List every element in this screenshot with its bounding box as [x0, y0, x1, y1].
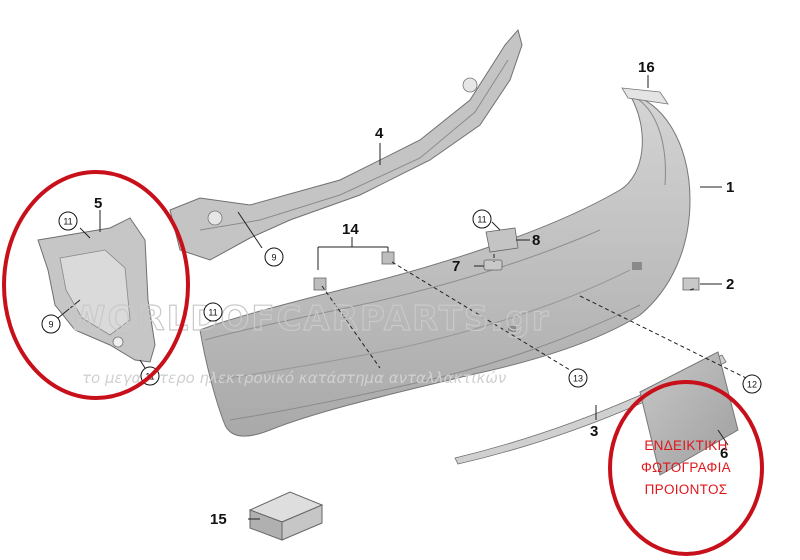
bracket-part-8[interactable]	[485, 227, 519, 253]
callout-1: 1	[726, 179, 734, 196]
callout-2: 2	[726, 276, 734, 293]
callout-11-bumper: 11	[208, 308, 217, 318]
callout-13: 13	[573, 374, 583, 384]
bumper-carrier-bar[interactable]	[169, 28, 523, 261]
callout-3: 3	[590, 423, 598, 440]
callout-12: 12	[747, 380, 757, 390]
clip-part-14-left[interactable]	[313, 277, 327, 291]
notice-line-3: ΠΡΟΙΟΝΤΟΣ	[645, 482, 728, 497]
callout-16: 16	[638, 59, 655, 76]
watermark-tagline: το μεγαλύτερο ηλεκτρονικό κατάστημα αντα…	[82, 369, 506, 387]
circled-callouts: 11 9 11 9 11 11 13 12	[41, 209, 762, 394]
callout-8: 8	[532, 232, 540, 249]
callout-11-bracket-8: 11	[477, 215, 486, 225]
highlight-circle-bracket	[2, 170, 190, 400]
callout-9-bracket: 9	[48, 320, 53, 330]
notice-line-1: ΕΝΔΕΙΚΤΙΚΗ	[644, 438, 727, 453]
callout-7: 7	[452, 258, 460, 275]
clip-part-2[interactable]	[682, 277, 700, 291]
indicative-photo-notice: ΕΝΔΕΙΚΤΙΚΗ ΦΩΤΟΓΡΑΦΙΑ ΠΡΟΙΟΝΤΟΣ	[641, 438, 731, 497]
notice-line-2: ΦΩΤΟΓΡΑΦΙΑ	[641, 460, 731, 475]
kit-box[interactable]	[248, 491, 324, 541]
callout-15: 15	[210, 511, 227, 528]
highlight-circle-notice	[608, 380, 764, 556]
gasket-part-7[interactable]	[483, 259, 503, 271]
callout-4: 4	[375, 125, 384, 142]
dashed-assembly-lines	[321, 254, 747, 379]
callout-14: 14	[342, 221, 359, 238]
panel-part-6[interactable]	[639, 351, 739, 476]
callouts: 1 2 3 4 5 6 7 8 14 15 16	[94, 59, 734, 528]
watermark-brand: WORLDOFCARPARTS.gr	[68, 299, 551, 339]
callout-5: 5	[94, 195, 102, 212]
upper-trim-strip[interactable]	[621, 87, 669, 105]
callout-11-bracket: 11	[63, 217, 72, 227]
callout-9-carrier: 9	[271, 253, 276, 263]
bumper-cover[interactable]	[199, 94, 691, 437]
side-bracket[interactable]	[37, 217, 156, 363]
lower-trim-strip[interactable]	[454, 354, 727, 465]
watermark: WORLDOFCARPARTS.gr το μεγαλύτερο ηλεκτρο…	[67, 298, 551, 387]
callout-6: 6	[720, 445, 728, 462]
